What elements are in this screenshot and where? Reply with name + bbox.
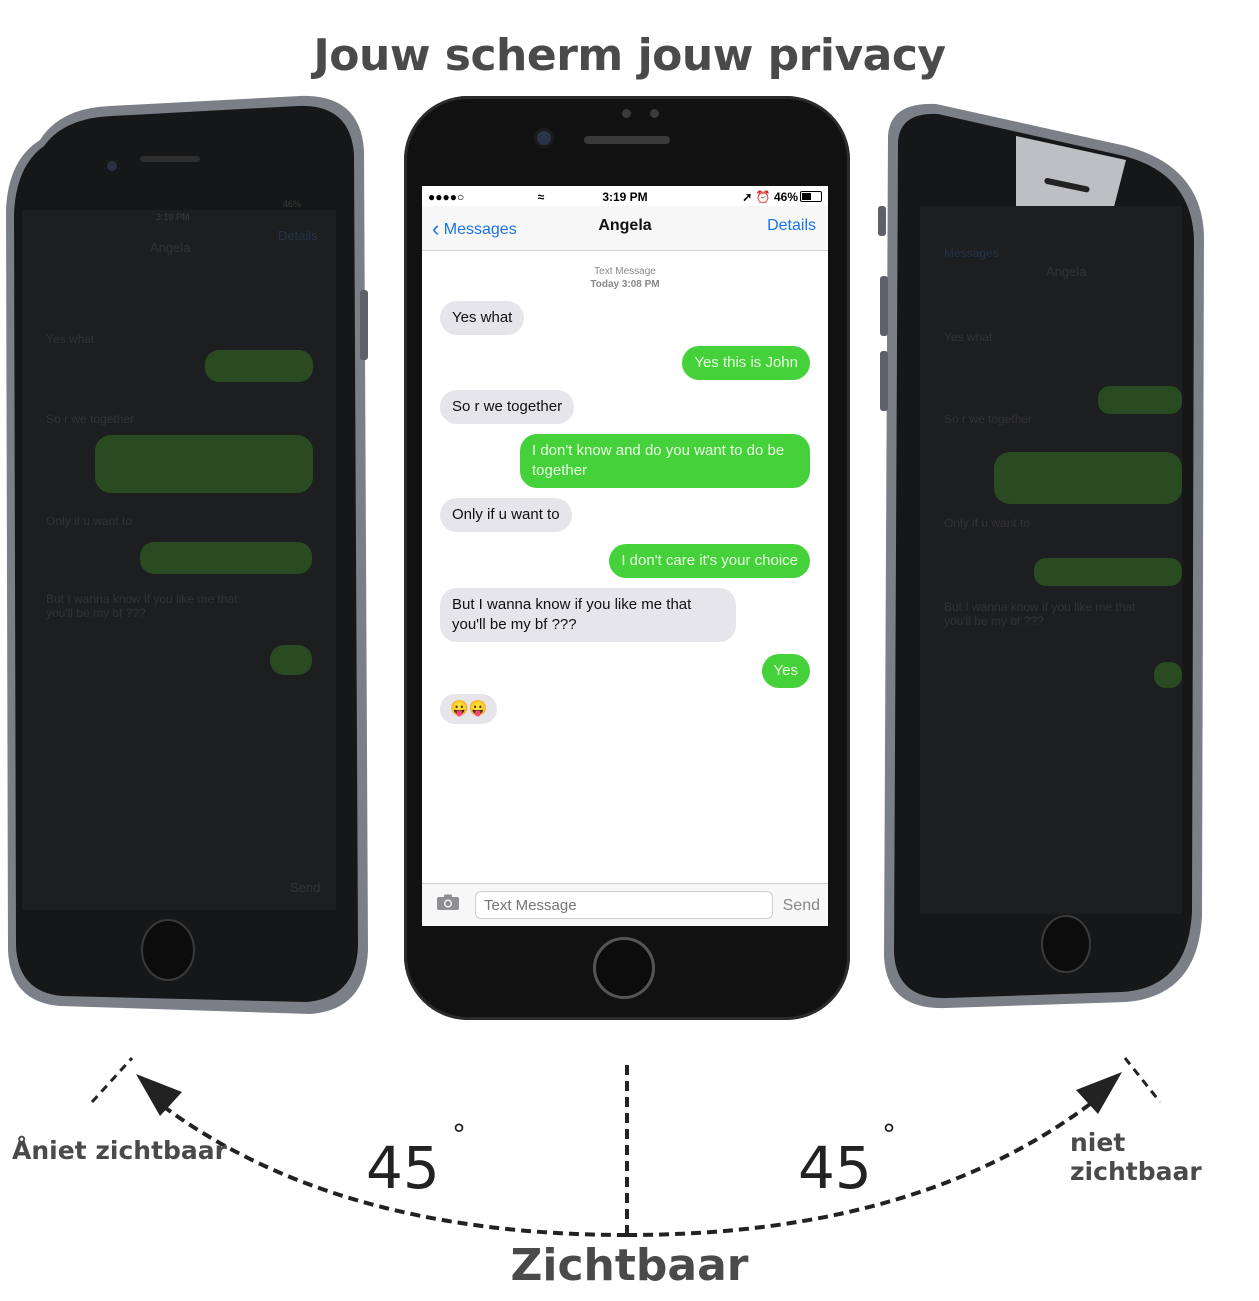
nav-bar: ‹ Messages Angela Details [422, 206, 828, 251]
message-bubble-incoming[interactable]: Yes what [440, 301, 525, 335]
arc-left [153, 1098, 628, 1237]
message-bubble-incoming[interactable]: Only if u want to [440, 498, 572, 532]
degree-left: ° [452, 1118, 466, 1151]
right-phone-msg-2: So r we together [944, 412, 1033, 426]
home-button[interactable] [593, 937, 655, 999]
left-phone-battery: 46% [283, 199, 302, 209]
left-phone-msg-4: But I wanna know if you like me that you… [46, 592, 238, 620]
right-phone-msg-4: But I wanna know if you like me that you… [944, 600, 1136, 628]
message-input[interactable] [475, 891, 773, 919]
timestamp-type: Text Message [594, 266, 656, 277]
degree-right: ° [882, 1118, 896, 1151]
right-not-visible-label: niet zichtbaar [1070, 1128, 1202, 1186]
send-button[interactable]: Send [782, 897, 820, 914]
right-phone-msg-1: Yes what [944, 330, 993, 344]
left-phone-msg-3: Only if u want to [46, 514, 133, 528]
message-bubble-outgoing[interactable]: I don't know and do you want to do be to… [520, 434, 810, 488]
visible-label: Zichtbaar [510, 1240, 749, 1291]
angle-right-value: 45 [798, 1134, 872, 1202]
status-battery: ➚ ⏰ 46% [742, 190, 798, 204]
page-title: Jouw scherm jouw privacy [313, 30, 946, 81]
chevron-left-icon: ‹ [432, 216, 440, 241]
left-phone-send: Send [290, 880, 321, 895]
back-button[interactable]: ‹ Messages [432, 216, 517, 242]
left-not-visible-label: Åniet zichtbaar [12, 1136, 227, 1165]
viewing-angle-diagram [90, 1056, 1162, 1237]
right-phone-msg-3: Only if u want to [944, 516, 1031, 530]
details-button[interactable]: Details [767, 217, 816, 234]
left-phone-nav-title: Angela [150, 240, 191, 255]
right-phone [878, 103, 1204, 1009]
signal-icon: ●●●●○ ≈ [428, 190, 545, 204]
message-bubble-emoji[interactable]: 😛😛 [440, 694, 498, 724]
front-camera [537, 131, 551, 145]
left-phone-msg-1: Yes what [46, 332, 95, 346]
camera-icon[interactable] [436, 894, 460, 911]
right-boundary-line [1123, 1057, 1162, 1103]
back-label: Messages [443, 221, 517, 238]
message-bubble-outgoing[interactable]: Yes this is John [682, 346, 810, 380]
message-bubble-incoming[interactable]: But I wanna know if you like me that you… [440, 588, 736, 642]
status-time: 3:19 PM [602, 190, 648, 204]
right-phone-nav-title: Angela [1046, 264, 1087, 279]
message-timestamp: Text Message Today 3:08 PM [422, 265, 828, 291]
battery-percent: 46% [773, 190, 798, 204]
timestamp-time: Today 3:08 PM [590, 279, 660, 290]
arc-right [626, 1088, 1110, 1237]
arrow-left-icon [136, 1074, 182, 1116]
left-phone-msg-2: So r we together [46, 412, 135, 426]
arrow-right-icon [1076, 1072, 1122, 1114]
location-icon: ➚ ⏰ [742, 190, 774, 204]
messages-screen: ●●●●○ ≈ 3:19 PM ➚ ⏰ 46% ‹ Messages Angel… [422, 186, 828, 926]
left-phone-time: 3:19 PM [156, 212, 190, 222]
left-boundary-line [90, 1056, 134, 1104]
status-bar: ●●●●○ ≈ 3:19 PM ➚ ⏰ 46% [422, 186, 828, 206]
message-bubble-outgoing[interactable]: Yes [761, 654, 810, 688]
conversation-title: Angela [598, 217, 652, 234]
message-bubble-incoming[interactable]: So r we together [440, 390, 575, 424]
sensor-dot [622, 109, 631, 118]
sensor-dot [650, 109, 659, 118]
earpiece-speaker [584, 136, 670, 144]
angle-left-value: 45 [366, 1134, 440, 1202]
message-bubble-outgoing[interactable]: I don't care it's your choice [609, 544, 810, 578]
battery-icon [800, 191, 822, 202]
right-phone-nav-back: Messages [944, 246, 999, 260]
left-phone-nav-details: Details [278, 228, 318, 243]
left-phone [6, 95, 368, 1015]
compose-bar: Send [422, 883, 828, 926]
